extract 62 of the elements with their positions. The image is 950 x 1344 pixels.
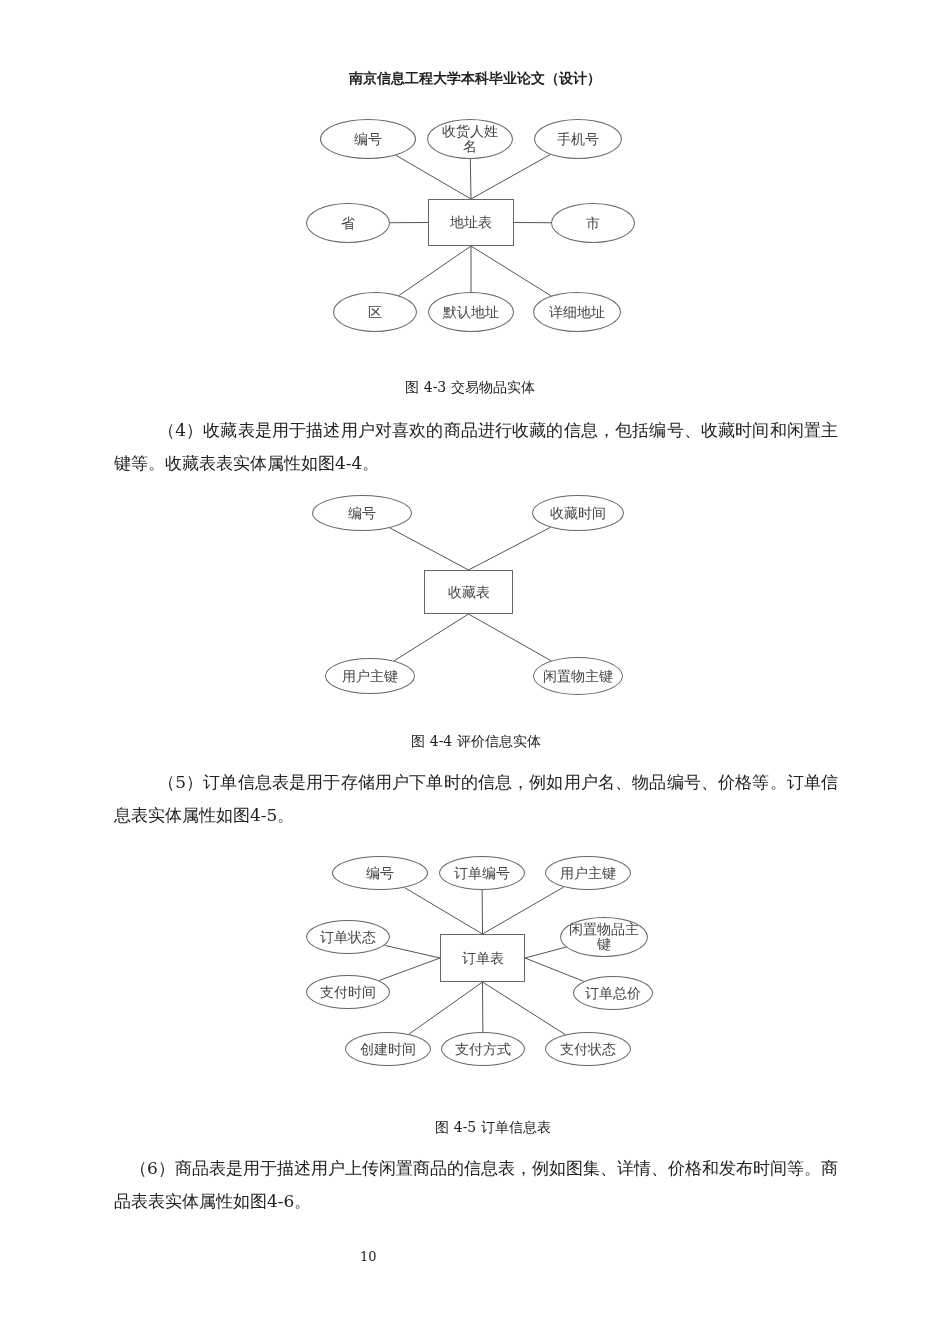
connector-line bbox=[408, 981, 483, 1035]
connector-line bbox=[384, 944, 441, 959]
connector-line bbox=[513, 222, 552, 224]
connector-line bbox=[481, 889, 483, 935]
body-paragraph: （6）商品表是用于描述用户上传闲置商品的信息表，例如图集、详情、价格和发布时间等。商品表表实体属性如图4-6。 bbox=[114, 1157, 838, 1213]
entity-name: 地址表 bbox=[450, 215, 492, 230]
page-header: 南京信息工程大学本科毕业论文（设计） bbox=[348, 70, 602, 88]
connector-line bbox=[470, 245, 472, 293]
attribute-name: 支付状态 bbox=[560, 1041, 616, 1057]
connector-line bbox=[398, 245, 472, 297]
attribute-ellipse bbox=[560, 917, 648, 957]
attribute-name: 编号 bbox=[348, 505, 376, 521]
attribute-name: 默认地址 bbox=[443, 304, 499, 320]
entity-box bbox=[440, 934, 525, 982]
attribute-name: 支付时间 bbox=[320, 984, 376, 1000]
connector-line bbox=[389, 222, 429, 224]
connector-line bbox=[524, 946, 567, 959]
attribute-name: 订单总价 bbox=[585, 985, 641, 1001]
attribute-name: 编号 bbox=[366, 865, 394, 881]
connector-line bbox=[393, 613, 469, 662]
connector-line bbox=[524, 957, 585, 982]
connector-line bbox=[470, 154, 551, 200]
attribute-name: 订单编号 bbox=[454, 865, 510, 881]
figure-caption: 图 4-4 评价信息实体 bbox=[411, 733, 541, 751]
entity-name: 订单表 bbox=[461, 950, 504, 966]
entity-box bbox=[428, 199, 514, 246]
attribute-name: 编号 bbox=[354, 131, 382, 147]
connector-line bbox=[395, 154, 472, 200]
entity-box bbox=[424, 570, 513, 614]
body-paragraph: （4）收藏表是用于描述用户对喜欢的商品进行收藏的信息，包括编号、收藏时间和闲置主键等。收藏表表实体属性如图4-4。 bbox=[114, 419, 838, 475]
attribute-name: 闲置物主键 bbox=[543, 668, 613, 684]
attribute-name: 详细地址 bbox=[549, 304, 605, 320]
attribute-name: 用户主键 bbox=[342, 668, 398, 684]
attribute-ellipse bbox=[306, 975, 390, 1009]
figure-caption: 图 4-5 订单信息表 bbox=[435, 1119, 551, 1137]
connector-line bbox=[468, 526, 551, 571]
entity-name: 收藏表 bbox=[447, 584, 490, 600]
attribute-name: 用户主键 bbox=[560, 865, 616, 881]
attribute-name: 创建时间 bbox=[360, 1041, 416, 1057]
connector-line bbox=[378, 957, 441, 982]
connector-line bbox=[470, 245, 552, 297]
attribute-name: 手机号 bbox=[557, 131, 599, 147]
attribute-ellipse bbox=[573, 976, 653, 1010]
page-number: 10 bbox=[360, 1249, 377, 1264]
connector-line bbox=[468, 613, 552, 662]
attribute-name: 市 bbox=[586, 215, 600, 231]
connector-line bbox=[389, 527, 469, 571]
connector-line bbox=[404, 887, 483, 935]
body-paragraph: （5）订单信息表是用于存储用户下单时的信息，例如用户名、物品编号、价格等。订单信息表实体属性如图4-5。 bbox=[114, 771, 838, 827]
connector-line bbox=[482, 981, 566, 1036]
attribute-ellipse bbox=[306, 920, 390, 954]
attribute-name: 订单状态 bbox=[320, 929, 376, 945]
connector-line bbox=[482, 981, 484, 1033]
attribute-name: 收藏时间 bbox=[550, 505, 606, 521]
attribute-name: 闲置物品主键 bbox=[569, 922, 639, 952]
connector-line bbox=[482, 886, 565, 935]
attribute-name: 支付方式 bbox=[455, 1041, 511, 1057]
connector-line bbox=[469, 158, 472, 200]
attribute-name: 收货人姓名 bbox=[441, 124, 499, 154]
figure-caption: 图 4-3 交易物品实体 bbox=[405, 379, 535, 397]
attribute-name: 省 bbox=[341, 215, 355, 231]
attribute-name: 区 bbox=[368, 304, 382, 320]
